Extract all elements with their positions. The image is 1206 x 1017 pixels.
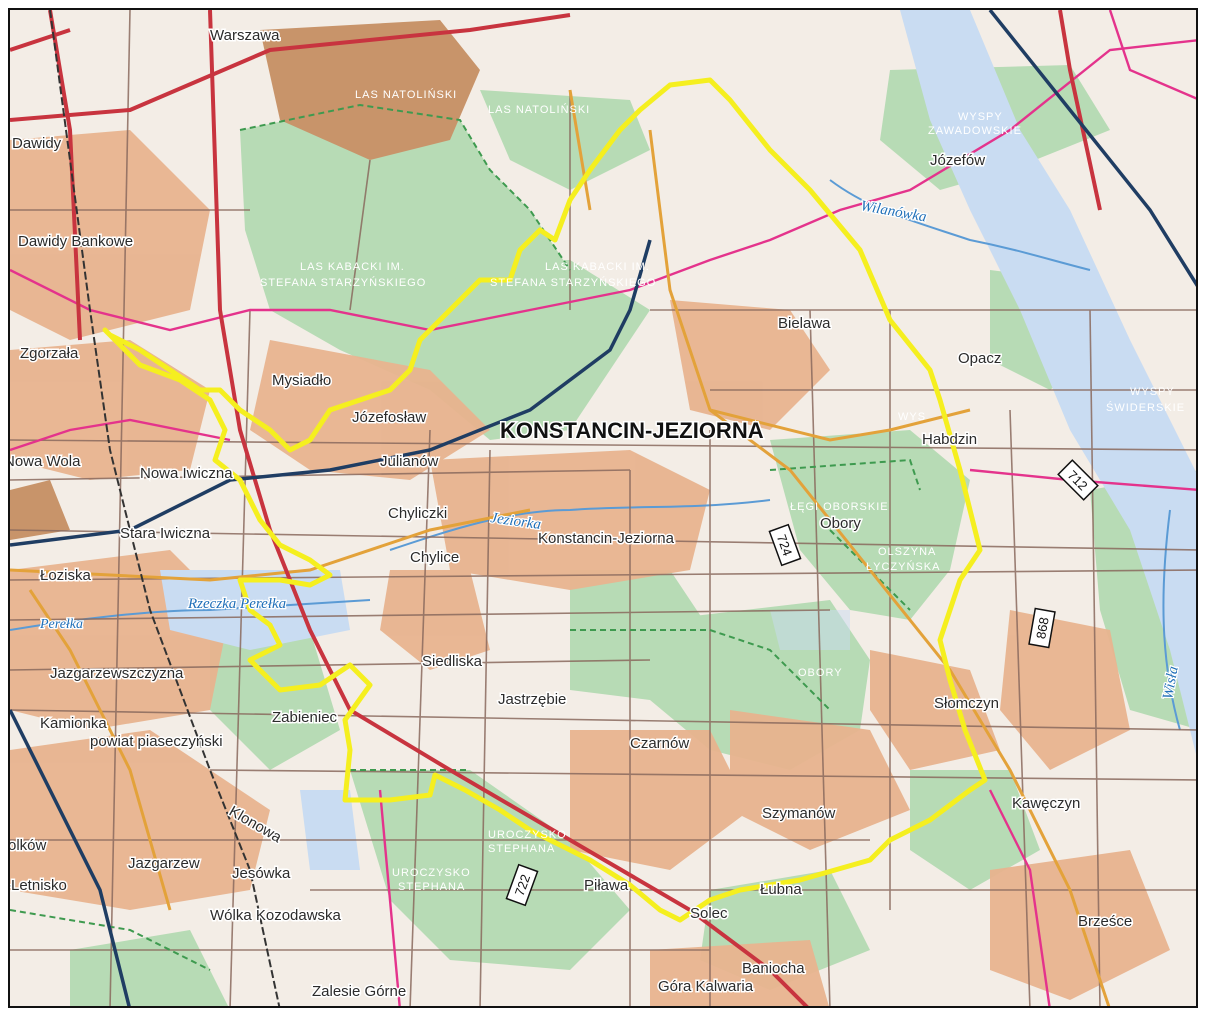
place-label-zalesie-gorne: Zalesie Górne [312,983,406,1000]
place-label-kawczyn: Kawęczyn [1012,795,1080,812]
railway [49,10,281,1006]
road-shields: 724 722 712 868 [505,459,1099,907]
place-label-chylice: Chylice [410,549,459,566]
svg-text:724: 724 [774,532,796,558]
place-label-dawidy: Dawidy [12,135,62,152]
place-label-nowa-wola: Nowa Wola [10,453,81,470]
forest-label-wys: WYS [898,411,926,423]
road-868-shield: 868 [1028,607,1056,649]
map-title: KONSTANCIN-JEZIORNA [500,418,764,443]
forest-label-uroczysko-2b: STEPHANA [398,881,465,893]
place-label-bielawa: Bielawa [778,315,831,332]
forest-label-wyspy-swiderskie-a: WYSPY [1130,386,1175,398]
place-label-jozefoslaw: Józefosław [352,409,426,426]
forest-label-uroczysko-2a: UROCZYSKO [392,867,471,879]
forest-label-legi-oborskie: ŁĘGI OBORSKIE [790,501,889,513]
place-label-dawidy-bankowe: Dawidy Bankowe [18,233,133,250]
place-label-czarnow: Czarnów [630,735,689,752]
forest-label-las-natolinski-2: LAS NATOLIŃSKI [488,103,590,116]
river-label-rzeczka-perelka: Rzeczka Perełka [187,596,286,612]
map-frame: 724 722 712 868 LAS NATOLIŃSKI LAS NATOL… [8,8,1198,1008]
forest-label-olszyna-b: ŁYCZYŃSKA [866,560,940,573]
place-label-chyliczki: Chyliczki [388,505,447,522]
forest-label-las-kabacki-2b: STEFANA STARZYŃSKIEGO [490,276,656,289]
road-724-shield: 724 [768,523,802,567]
forest-label-wyspy-swiderskie-b: ŚWIDERSKIE [1106,401,1185,414]
forest-label-wyspy-zawadowskie-a: WYSPY [958,111,1003,123]
svg-text:868: 868 [1033,616,1052,640]
forest-labels: LAS NATOLIŃSKI LAS NATOLIŃSKI LAS KABACK… [260,88,1185,893]
place-label-kamionka: Kamionka [40,715,107,732]
place-label-siedliska: Siedliska [422,653,483,670]
place-label-gora-kalwaria: Góra Kalwaria [658,978,754,995]
place-label-brzesce: Brześce [1078,913,1132,930]
place-label-wolka-kozodawska: Wólka Kozodawska [210,907,342,924]
study-area-boundary[interactable] [102,77,988,923]
place-label-warszawa: Warszawa [210,27,280,44]
forest-label-las-kabacki-2a: LAS KABACKI IM. [545,261,650,273]
forest-label-obory: OBORY [798,667,843,679]
place-label-nowa-iwiczna: Nowa Iwiczna [140,465,233,482]
place-label-zabieniec: Zabieniec [272,709,338,726]
place-label-zgorzala: Zgorzała [20,345,79,362]
road-722-shield: 722 [505,863,539,907]
place-label-szymanow: Szymanów [762,805,836,822]
dense-urban-areas [10,20,480,540]
forest-label-las-natolinski-1: LAS NATOLIŃSKI [355,88,457,101]
place-labels: Warszawa Dawidy Dawidy Bankowe Zgorzała … [10,26,1134,1002]
forest-borders [10,103,921,971]
place-label-pilawa: Piława [584,877,629,894]
place-label-solec: Solec [690,905,728,922]
place-label-jazgarzew: Jazgarzew [128,855,200,872]
forest-label-las-kabacki-1b: STEFANA STARZYŃSKIEGO [260,276,426,289]
place-label-baniocha: Baniocha [742,960,805,977]
svg-text:722: 722 [512,872,534,898]
place-label-letnisko: -Letnisko [10,877,67,894]
place-label-julianow: Julianów [380,453,439,470]
forest-label-olszyna-a: OLSZYNA [878,546,936,558]
local-roads [10,10,1196,1006]
place-label-opacz: Opacz [958,350,1001,367]
place-label-jastrzebie: Jastrzębie [498,691,566,708]
place-label-jesowka: Jesówka [232,865,291,882]
place-label-powiat: powiat piaseczyński [90,733,223,750]
forest-label-wyspy-zawadowskie-b: ZAWADOWSKIE [928,125,1022,137]
forest-label-uroczysko-1b: STEPHANA [488,843,555,855]
forest-label-uroczysko-1a: UROCZYSKO [488,829,567,841]
power-lines [10,10,1196,1006]
topographic-map[interactable]: 724 722 712 868 LAS NATOLIŃSKI LAS NATOL… [10,10,1198,1008]
place-label-habdzin: Habdzin [922,431,977,448]
place-label-obory: Obory [820,515,861,532]
place-label-jazgarzewszczyzna: Jazgarzewszczyzna [50,665,184,682]
place-label-loziska: Łoziska [40,567,92,584]
place-label-jozefow: Józefów [930,152,985,169]
place-label-slomczyn: Słomczyn [934,695,999,712]
place-label-olkow: olków [10,837,47,854]
water-areas [160,10,1196,870]
place-label-lubna: Łubna [760,881,802,898]
secondary-roads [10,89,1111,1006]
place-label-konstancin-jeziorna: Konstancin-Jeziorna [538,530,675,547]
forest-label-las-kabacki-1a: LAS KABACKI IM. [300,261,405,273]
river-label-perelka: Perełka [39,617,83,632]
place-label-stara-iwiczna: Stara Iwiczna [120,525,211,542]
place-label-mysiadlo: Mysiadło [272,372,331,389]
